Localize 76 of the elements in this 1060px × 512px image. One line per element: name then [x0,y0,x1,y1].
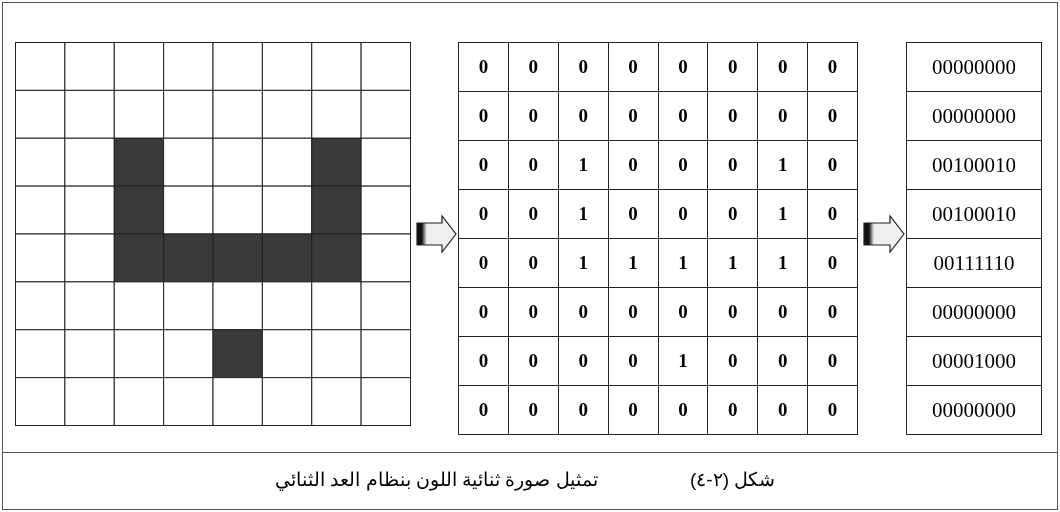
binary-value-cell: 0 [807,385,858,435]
binary-row-cell: 00000000 [906,385,1042,435]
binary-value-cell: 0 [458,238,509,288]
block-arrow [416,214,457,254]
binary-value-cell: 0 [608,336,658,386]
binary-value-cell: 0 [658,385,708,435]
binary-value-cell: 0 [608,189,658,239]
binary-value-cell: 0 [608,287,658,337]
binary-value-cell: 0 [807,42,858,92]
binary-value-cell: 1 [757,189,808,239]
binary-value-cell: 1 [608,238,658,288]
binary-value-cell: 0 [807,238,858,288]
binary-value-cell: 0 [508,287,559,337]
binary-value-cell: 0 [558,287,609,337]
binary-value-cell: 0 [558,336,609,386]
binary-value-cell: 0 [508,385,559,435]
binary-value-cell: 0 [608,42,658,92]
binary-row-cell: 00000000 [906,287,1042,337]
binary-value-cell: 0 [707,91,758,141]
binary-value-cell: 0 [608,385,658,435]
binary-value-cell: 0 [707,140,758,190]
figure-caption: تمثيل صورة ثنائية اللون بنظام العد الثنائي [275,468,598,491]
binary-value-cell: 1 [558,140,609,190]
binary-value-cell: 0 [458,385,509,435]
binary-value-cell: 0 [508,140,559,190]
binary-value-cell: 0 [558,42,609,92]
binary-value-cell: 0 [707,42,758,92]
binary-value-cell: 1 [658,238,708,288]
binary-value-cell: 0 [508,189,559,239]
binary-value-cell: 0 [458,189,509,239]
binary-value-cell: 0 [757,385,808,435]
binary-value-cell: 0 [707,189,758,239]
binary-value-cell: 0 [658,42,708,92]
binary-value-cell: 0 [807,140,858,190]
binary-value-cell: 1 [658,336,708,386]
binary-value-cell: 0 [458,336,509,386]
binary-value-cell: 0 [658,287,708,337]
binary-row-cell: 00001000 [906,336,1042,386]
binary-value-cell: 0 [508,336,559,386]
binary-value-cell: 0 [458,91,509,141]
binary-value-cell: 0 [807,91,858,141]
binary-value-cell: 0 [658,189,708,239]
binary-value-cell: 0 [807,287,858,337]
binary-value-cell: 0 [807,189,858,239]
binary-value-cell: 0 [707,385,758,435]
binary-value-cell: 0 [757,91,808,141]
binary-row-cell: 00100010 [906,189,1042,239]
binary-value-cell: 1 [757,140,808,190]
binary-value-cell: 0 [807,336,858,386]
binary-value-cell: 0 [707,287,758,337]
binary-value-cell: 0 [707,336,758,386]
binary-value-cell: 1 [757,238,808,288]
binary-value-cell: 0 [558,385,609,435]
binary-value-cell: 0 [458,42,509,92]
binary-value-cell: 0 [757,287,808,337]
binary-value-cell: 0 [757,42,808,92]
binary-value-cell: 1 [558,238,609,288]
binary-value-cell: 0 [508,42,559,92]
binary-value-cell: 0 [608,140,658,190]
binary-value-cell: 0 [658,140,708,190]
binary-value-cell: 0 [458,140,509,190]
binary-row-cell: 00000000 [906,42,1042,92]
binary-value-cell: 1 [558,189,609,239]
binary-row-cell: 00111110 [906,238,1042,288]
binary-value-cell: 0 [508,238,559,288]
block-arrow [863,214,905,254]
figure-number: شكل (٢-٤) [690,468,776,491]
binary-value-cell: 0 [608,91,658,141]
binary-value-cell: 0 [658,91,708,141]
binary-value-cell: 0 [558,91,609,141]
binary-row-cell: 00000000 [906,91,1042,141]
binary-value-cell: 0 [508,91,559,141]
binary-value-cell: 1 [707,238,758,288]
binary-row-cell: 00100010 [906,140,1042,190]
binary-value-cell: 0 [757,336,808,386]
binary-value-cell: 0 [458,287,509,337]
